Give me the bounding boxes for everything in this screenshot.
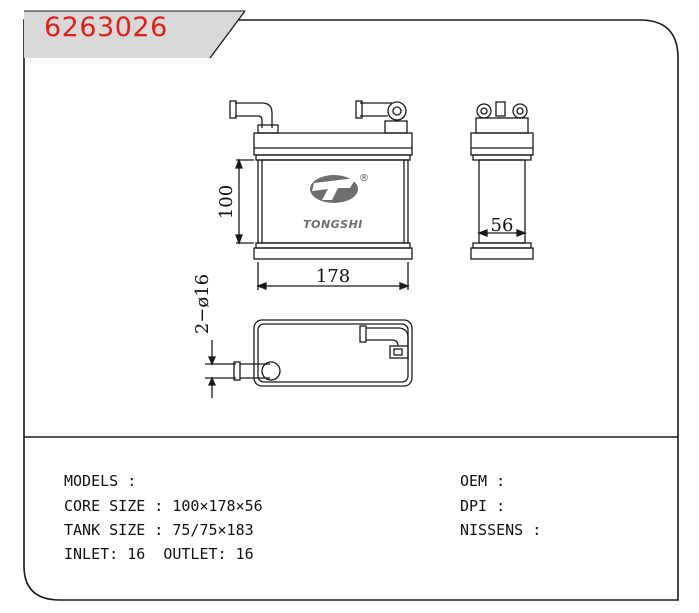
tank-top-view [253, 319, 413, 387]
spec-inlet-outlet: INLET: 16 OUTLET: 16 [64, 545, 254, 563]
side-view [470, 101, 534, 260]
outlet-pipe-front [360, 102, 392, 117]
spec-nissens: NISSENS : [460, 521, 542, 539]
depth-dimension-label: 56 [491, 215, 514, 236]
part-code: 6263026 [44, 12, 168, 43]
banner-edge [209, 10, 246, 59]
top-view [205, 319, 413, 398]
spec-dpi: DPI : [460, 497, 506, 515]
logo-text: TONGSHI [303, 218, 363, 231]
spec-tank-size: TANK SIZE : 75/75×183 [64, 521, 254, 539]
height-dimension-label: 100 [216, 185, 237, 219]
code-banner [24, 11, 245, 58]
outer-border [23, 19, 679, 601]
spec-models: MODELS : [64, 472, 137, 490]
top-tank-front [253, 132, 413, 156]
spec-oem: OEM : [460, 472, 506, 490]
pipe-dimension-label: 2−ø16 [192, 274, 213, 334]
registered-mark: ® [359, 173, 369, 184]
inlet-pipe-front [235, 102, 273, 128]
brand-logo: TONGSHI ® [303, 173, 369, 231]
front-view [229, 100, 413, 290]
width-dimension-label: 178 [316, 266, 350, 287]
spec-core-size: CORE SIZE : 100×178×56 [64, 497, 263, 515]
bottom-tank-front [253, 247, 413, 260]
